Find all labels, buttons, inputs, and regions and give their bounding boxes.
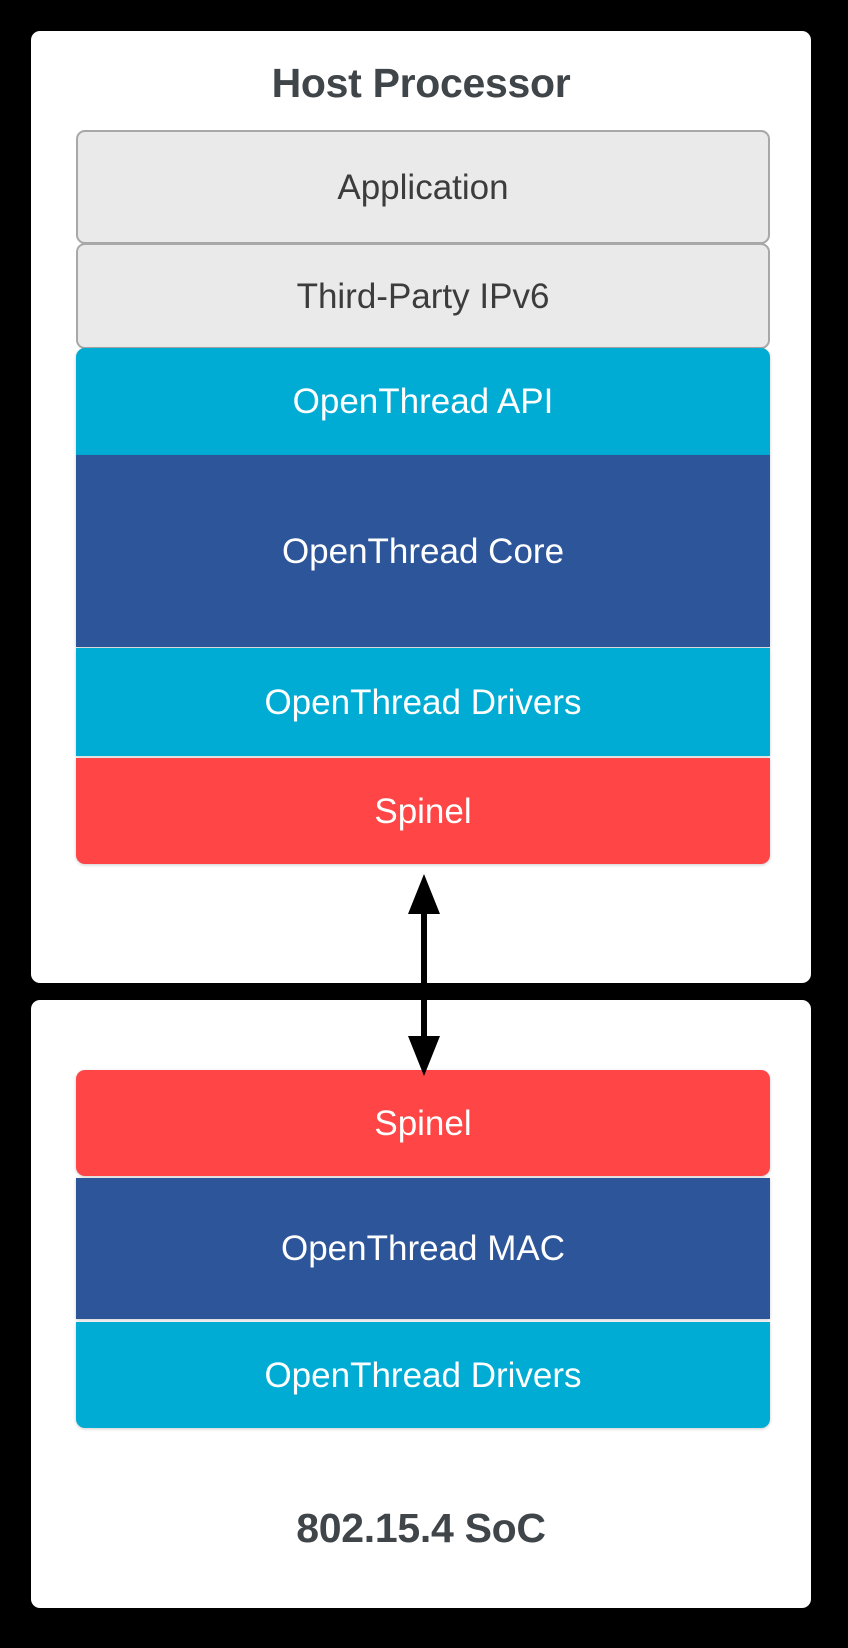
layer-openthread-api-label: OpenThread API [292, 382, 554, 421]
layer-third-party-ipv6: Third-Party IPv6 [76, 243, 770, 349]
panel-host-processor: Host Processor Application Third-Party I… [31, 31, 811, 983]
layer-application-label: Application [337, 167, 509, 207]
connector-shaft-over-gap [421, 983, 427, 1000]
panel-host-processor-title: Host Processor [271, 60, 571, 106]
panel-802-15-4-soc-title: 802.15.4 SoC [296, 1505, 546, 1551]
layer-spinel-soc-label: Spinel [374, 1103, 472, 1143]
layer-application: Application [76, 130, 770, 244]
layer-openthread-drivers-host: OpenThread Drivers [76, 648, 770, 756]
layer-openthread-core: OpenThread Core [76, 455, 770, 647]
layer-openthread-core-label: OpenThread Core [281, 531, 565, 571]
layer-third-party-ipv6-label: Third-Party IPv6 [296, 276, 550, 316]
layer-openthread-drivers-host-label: OpenThread Drivers [264, 682, 582, 722]
layer-spinel-host: Spinel [76, 758, 770, 864]
layer-openthread-api: OpenThread API [76, 348, 770, 455]
layer-openthread-drivers-soc: OpenThread Drivers [76, 1322, 770, 1428]
panel-802-15-4-soc: Spinel OpenThread MAC OpenThread Drivers… [31, 1000, 811, 1608]
layer-spinel-host-label: Spinel [374, 791, 472, 831]
layer-openthread-mac: OpenThread MAC [76, 1178, 770, 1319]
layer-spinel-soc: Spinel [76, 1070, 770, 1176]
layer-openthread-drivers-soc-label: OpenThread Drivers [264, 1355, 582, 1395]
layer-openthread-mac-label: OpenThread MAC [280, 1229, 566, 1268]
